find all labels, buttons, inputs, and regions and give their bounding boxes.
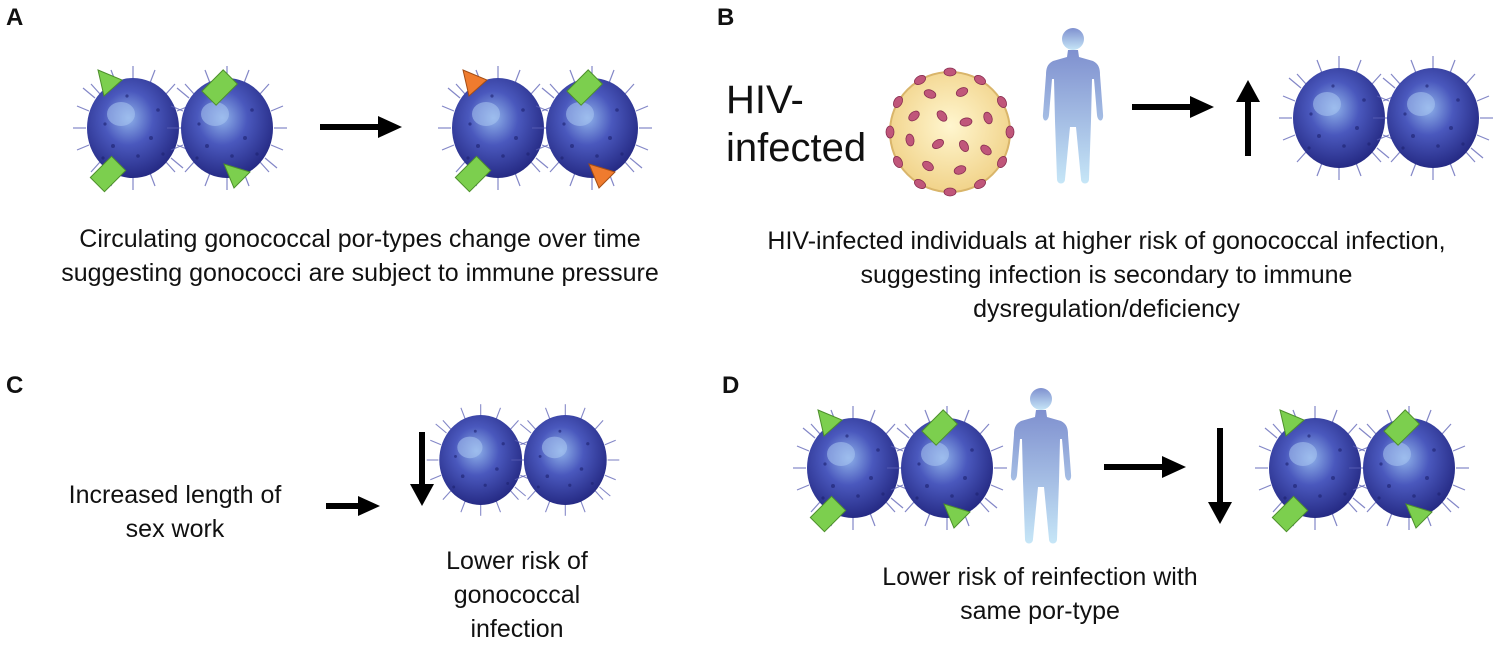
por-type-marker-green	[817, 409, 843, 437]
arrow-icon	[1132, 96, 1214, 118]
caption-b: HIV-infected individuals at higher risk …	[720, 224, 1493, 326]
gonococcus-diplococcus-icon	[433, 388, 613, 532]
caption-line: same por-type	[960, 597, 1120, 625]
por-type-marker-green	[89, 155, 127, 193]
panel-letter-c: C	[6, 372, 24, 399]
por-type-marker-green	[809, 495, 847, 533]
caption-line: suggesting infection is secondary to imm…	[860, 261, 1353, 289]
por-type-marker-green	[943, 503, 971, 529]
hiv-infected-label: HIV- infected	[726, 76, 866, 172]
panel-letter-d: D	[722, 372, 740, 399]
arrow-down-icon	[410, 432, 434, 506]
gonococcus-diplococcus-icon	[80, 48, 280, 193]
caption-c: Lower risk of gonococcal infection	[412, 544, 622, 646]
label-line: sex work	[125, 515, 225, 543]
caption-d: Lower risk of reinfection with same por-…	[830, 560, 1250, 628]
por-type-marker-green	[1383, 409, 1421, 446]
caption-line: HIV-infected individuals at higher risk …	[767, 227, 1446, 255]
gonococcus-diplococcus-icon	[800, 388, 1000, 533]
panel-letter-a: A	[6, 4, 24, 31]
arrow-icon	[1104, 456, 1186, 478]
arrow-up-icon	[1236, 80, 1260, 156]
por-type-marker-green	[1279, 409, 1305, 437]
caption-line: Lower risk of	[446, 547, 588, 575]
hiv-virion-icon	[885, 67, 1015, 197]
por-type-marker-orange	[462, 69, 488, 97]
caption-line: gonococcal	[453, 581, 581, 609]
label-line: Increased length of	[68, 481, 282, 509]
caption-a: Circulating gonococcal por-types change …	[0, 222, 720, 290]
por-type-marker-green	[454, 155, 492, 193]
caption-line: Lower risk of reinfection with	[882, 563, 1198, 591]
caption-line: infection	[470, 615, 564, 643]
gonococcus-diplococcus-icon	[445, 48, 645, 193]
panel-letter-b: B	[717, 4, 735, 31]
label-line: infected	[726, 126, 867, 170]
arrow-icon	[320, 116, 402, 138]
por-type-marker-green	[1271, 495, 1309, 533]
caption-line: dysregulation/deficiency	[973, 295, 1240, 323]
por-type-marker-green	[97, 69, 123, 97]
por-type-marker-green	[921, 409, 959, 446]
arrow-icon	[326, 496, 380, 516]
por-type-marker-orange	[588, 163, 616, 189]
por-type-marker-green	[1405, 503, 1433, 529]
caption-line: Circulating gonococcal por-types change …	[79, 225, 641, 253]
gonococcus-diplococcus-icon	[1262, 388, 1462, 533]
human-figure-icon	[1010, 388, 1072, 544]
arrow-down-icon	[1208, 428, 1232, 524]
sex-work-label: Increased length of sex work	[40, 478, 310, 546]
por-type-marker-green	[201, 69, 239, 106]
gonococcus-diplococcus-icon	[1286, 38, 1486, 198]
human-figure-icon	[1042, 28, 1104, 184]
caption-line: suggesting gonococci are subject to immu…	[61, 259, 659, 287]
por-type-marker-green	[223, 163, 251, 189]
label-line: HIV-	[726, 78, 804, 122]
por-type-marker-green	[566, 69, 604, 106]
